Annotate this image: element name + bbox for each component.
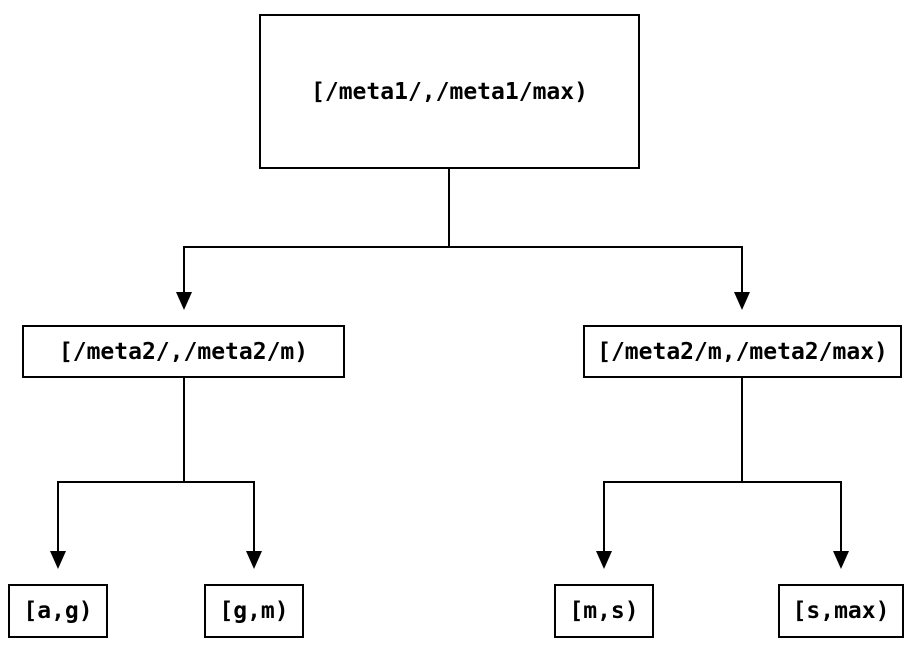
node-label: [/meta2/m,/meta2/max) xyxy=(597,338,888,365)
arrowhead-icon xyxy=(50,551,66,569)
arrowhead-icon xyxy=(833,551,849,569)
root-branch-lines xyxy=(183,169,743,293)
node-label: [a,g) xyxy=(23,598,93,624)
tree-node-meta2-right: [/meta2/m,/meta2/max) xyxy=(583,325,902,378)
tree-node-root: [/meta1/,/meta1/max) xyxy=(259,14,640,169)
node-label: [s,max) xyxy=(792,598,890,624)
right-branch-lines xyxy=(603,378,842,552)
tree-leaf-g-m: [g,m) xyxy=(204,584,304,638)
arrowhead-icon xyxy=(246,551,262,569)
node-label: [g,m) xyxy=(219,598,289,624)
arrowhead-icon xyxy=(596,551,612,569)
tree-leaf-s-max: [s,max) xyxy=(778,584,904,638)
tree-leaf-m-s: [m,s) xyxy=(554,584,654,638)
node-label: [/meta1/,/meta1/max) xyxy=(311,78,588,105)
node-label: [m,s) xyxy=(569,598,639,624)
arrowhead-icon xyxy=(734,292,750,310)
arrowhead-icon xyxy=(176,292,192,310)
node-label: [/meta2/,/meta2/m) xyxy=(58,338,309,365)
left-branch-lines xyxy=(57,378,255,552)
tree-leaf-a-g: [a,g) xyxy=(8,584,108,638)
tree-node-meta2-left: [/meta2/,/meta2/m) xyxy=(22,325,345,378)
